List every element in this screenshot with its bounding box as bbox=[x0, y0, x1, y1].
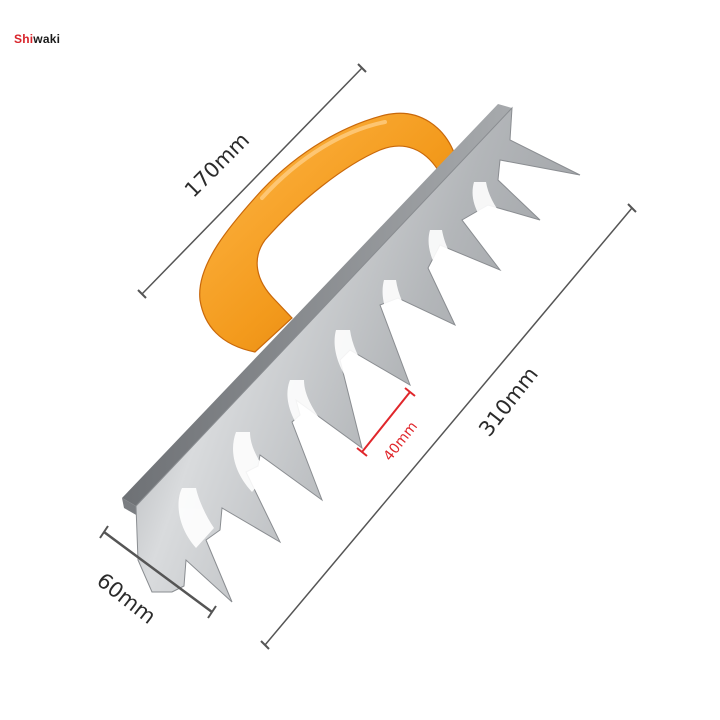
brand-logo-part2: waki bbox=[33, 32, 61, 46]
rake-blade bbox=[122, 104, 581, 603]
dimension-tine-length-label: 40mm bbox=[381, 419, 421, 464]
dimension-tine-length: 40mm bbox=[356, 387, 421, 464]
brand-logo-part1: Shi bbox=[14, 32, 34, 46]
dimension-blade-length-label: 310mm bbox=[474, 362, 543, 441]
brand-logo: Shiwaki bbox=[14, 32, 60, 46]
handle bbox=[199, 112, 456, 353]
